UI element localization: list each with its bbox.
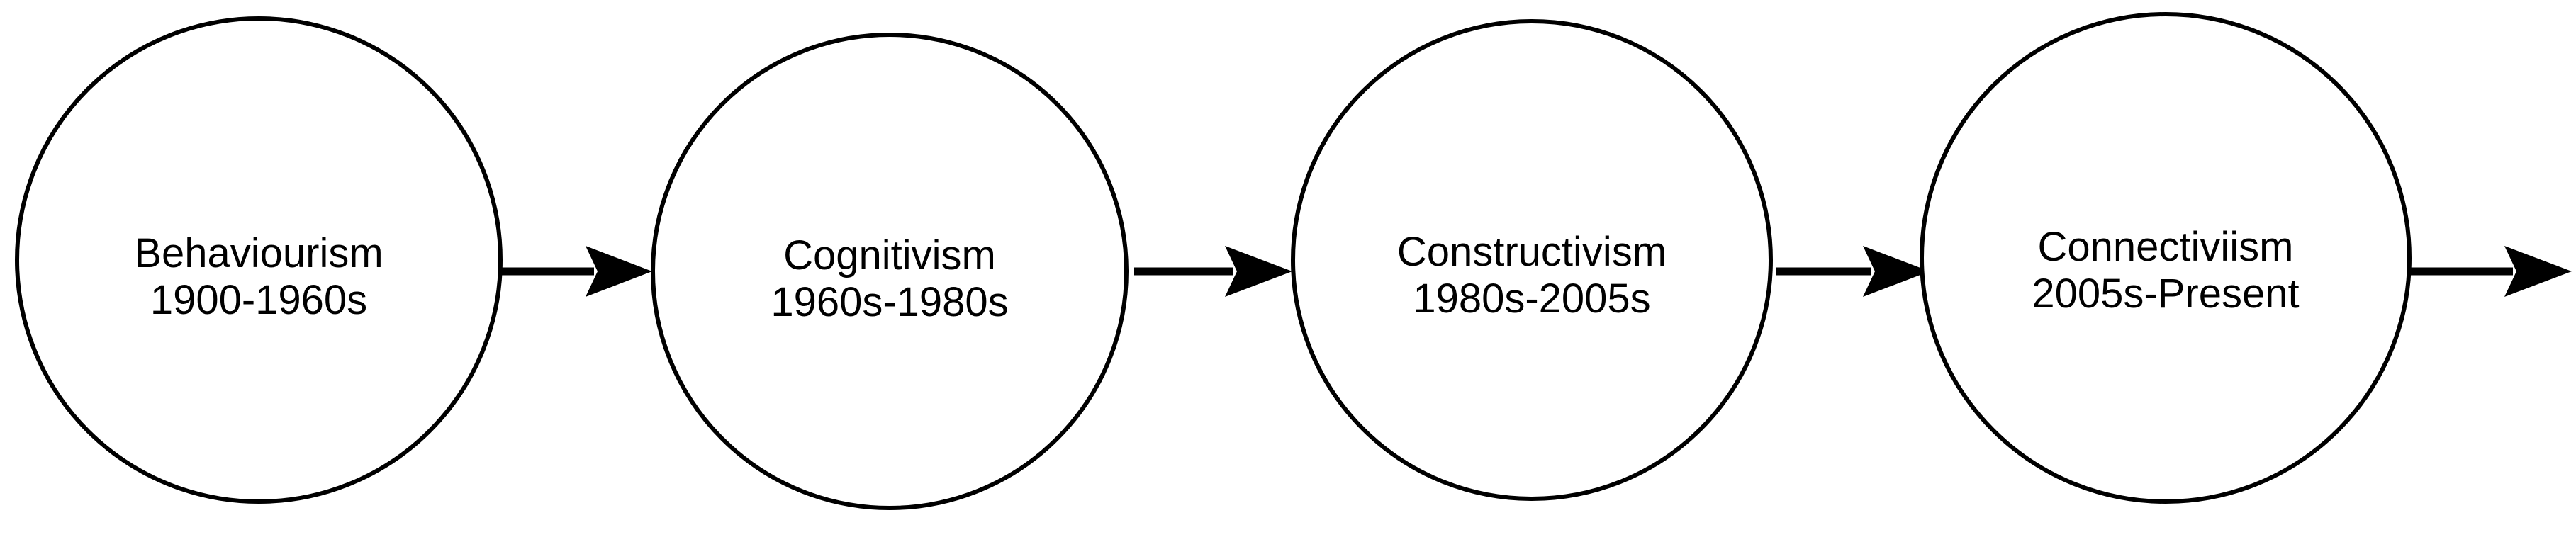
node-period-behaviourism: 1900-1960s	[150, 277, 367, 323]
node-circle-outline	[651, 33, 1129, 510]
arrowhead-icon	[586, 246, 652, 297]
node-behaviourism[interactable]: Behaviourism 1900-1960s	[15, 16, 503, 504]
node-cognitivism[interactable]: Cognitivism 1960s-1980s	[651, 33, 1129, 510]
node-connectiviism[interactable]: Connectiviism 2005s-Present	[1920, 12, 2412, 504]
arrowhead-icon	[1863, 246, 1930, 297]
node-circle-outline	[15, 16, 503, 504]
arrowhead-icon	[2504, 246, 2572, 297]
node-circle-outline	[1291, 19, 1773, 501]
node-period-connectiviism: 2005s-Present	[2032, 271, 2299, 317]
node-title-behaviourism: Behaviourism	[134, 230, 383, 276]
node-period-cognitivism: 1960s-1980s	[771, 279, 1008, 325]
node-circle-outline	[1920, 12, 2412, 504]
node-title-constructivism: Constructivism	[1397, 229, 1667, 275]
edge-connectiviism-future[interactable]	[2410, 246, 2572, 297]
node-title-cognitivism: Cognitivism	[783, 232, 996, 278]
node-constructivism[interactable]: Constructivism 1980s-2005s	[1291, 19, 1773, 501]
node-period-constructivism: 1980s-2005s	[1413, 276, 1650, 322]
edge-behaviourism-cognitivism[interactable]	[501, 246, 652, 297]
node-title-connectiviism: Connectiviism	[2038, 224, 2294, 270]
edge-constructivism-connectiviism[interactable]	[1776, 246, 1930, 297]
arrowhead-icon	[1225, 246, 1292, 297]
edge-cognitivism-constructivism[interactable]	[1134, 246, 1292, 297]
